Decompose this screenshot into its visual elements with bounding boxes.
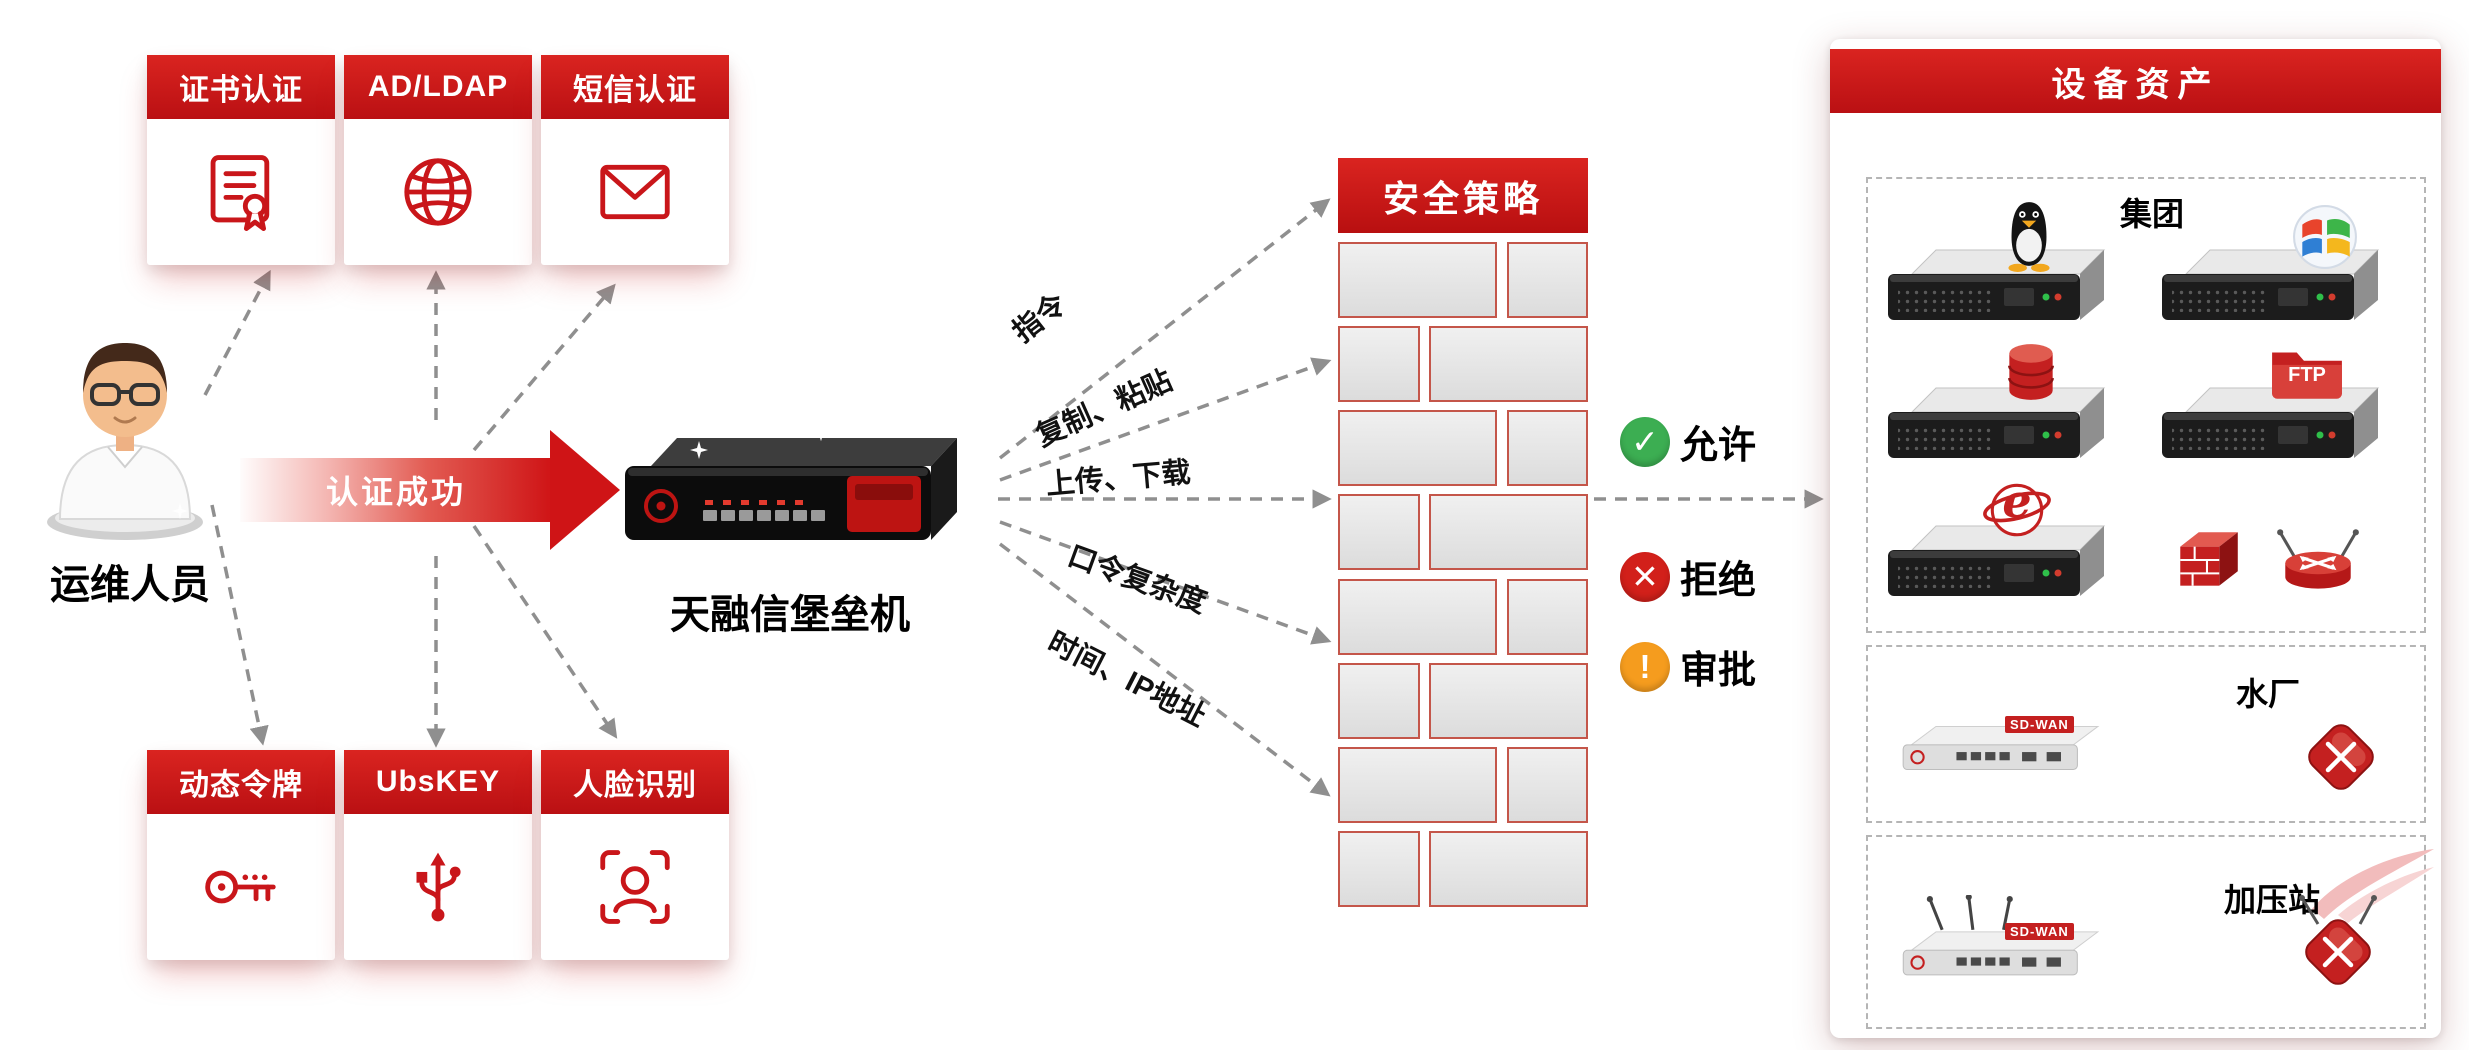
server-ftp: FTP [2160,382,2380,464]
operator-person [30,315,220,545]
database-icon [2000,340,2062,406]
bastion-device-icon [625,425,957,555]
router-icon [2272,526,2364,598]
asset-section-group-label: 集团 [2120,196,2185,232]
arrow-person-token [210,504,269,746]
auth-box-adldap: AD/LDAP [344,55,532,265]
rack-server-icon [1886,244,2106,326]
asset-section-group: 集团 FTP e [1866,177,2426,633]
arrow-person-face [472,525,618,739]
certificate-icon [210,155,270,231]
wireless-device: SD-WAN [1897,895,2102,983]
swoosh-decoration [2312,849,2434,923]
ftp-label: FTP [2288,364,2326,386]
auth-box-token: 动态令牌 [147,750,335,960]
router [2272,526,2364,598]
auth-box-adldap-title: AD/LDAP [344,55,532,119]
firewall-cube-icon [2170,522,2246,598]
server-database [1886,382,2106,464]
rack-server-icon [1886,382,2106,464]
auth-box-certificate: 证书认证 [147,55,335,265]
decision-deny-label: 拒绝 [1680,560,1757,602]
asset-section-water: 水厂 SD-WAN [1866,645,2426,823]
bastion-label: 天融信堡垒机 [670,593,910,637]
usb-icon [416,852,461,922]
server-windows [2160,244,2380,326]
sdwan-label: SD-WAN [2005,716,2074,733]
sdwan-device: SD-WAN [1897,716,2102,776]
decision-approve: ! 审批 [1620,639,1756,694]
firewall-appliance-antenna [2286,892,2390,996]
auth-box-sms-title: 短信认证 [541,55,729,119]
windows-logo-icon [2292,204,2358,270]
decision-approve-label: 审批 [1680,650,1757,692]
auth-box-face-title: 人脸识别 [541,750,729,814]
person-avatar [47,343,203,540]
firewall-appliance-antenna-icon [2286,892,2390,996]
server-web: e [1886,474,2106,602]
auth-success-arrow: 认证成功 [240,430,620,550]
auth-box-face: 人脸识别 [541,750,729,960]
cross-circle-icon: ✕ [1620,551,1670,602]
arrow-bastion-policy-time-ip [998,542,1331,797]
policy-wall: 安全策略 [1338,158,1588,907]
assets-panel: 设备资产 集团 FTP [1830,39,2441,1038]
auth-success-arrowhead [550,430,620,550]
asset-section-pump: 加压站 SD-WAN [1866,835,2434,1029]
auth-box-token-title: 动态令牌 [147,750,335,814]
token-key-icon [205,870,276,904]
check-circle-icon: ✓ [1620,416,1670,467]
bastion-device [615,420,965,575]
auth-box-sms: 短信认证 [541,55,729,265]
policy-wall-title: 安全策略 [1338,158,1588,233]
warning-circle-icon: ! [1620,641,1670,692]
decision-allow-label: 允许 [1680,425,1757,467]
arrow-bastion-policy-commands [998,198,1331,460]
arrow-person-certificate [203,269,271,396]
auth-success-label: 认证成功 [325,474,466,510]
firewall-appliance [2293,705,2389,801]
assets-panel-title: 设备资产 [1830,49,2441,113]
firewall-appliance-icon [2293,705,2389,801]
decision-allow: ✓ 允许 [1620,414,1756,469]
auth-box-usbkey: UbsKEY [344,750,532,960]
firewall-stack [2170,522,2246,598]
arrow-bastion-policy-password [999,520,1332,645]
linux-tux-icon [1998,198,2060,272]
ie-letter: e [2002,474,2032,528]
policy-wall-bricks [1338,242,1588,907]
decision-deny: ✕ 拒绝 [1620,549,1756,604]
auth-box-usbkey-title: UbsKEY [344,750,532,814]
globe-icon [404,158,472,226]
arrow-bastion-policy-copypaste [999,357,1332,482]
server-linux [1886,244,2106,326]
face-id-icon [600,850,670,924]
asset-section-water-label: 水厂 [2236,676,2301,712]
sdwan-label: SD-WAN [2005,923,2074,940]
auth-box-certificate-title: 证书认证 [147,55,335,119]
arrow-person-sms [472,283,616,452]
person-label: 运维人员 [50,563,210,607]
mail-icon [600,164,670,220]
